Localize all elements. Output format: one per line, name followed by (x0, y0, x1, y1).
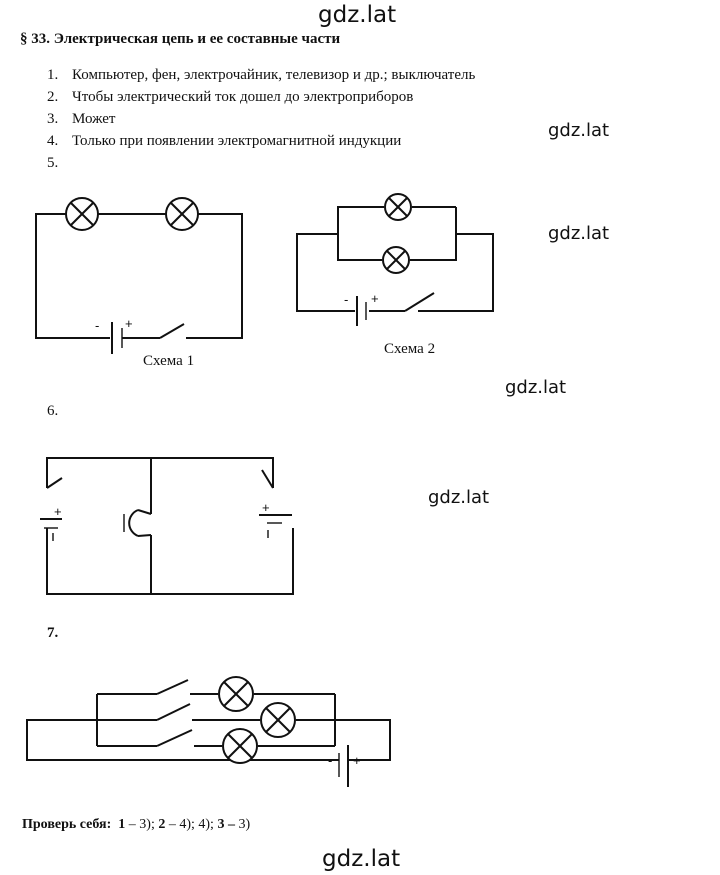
answer-list: 1. Компьютер, фен, электрочайник, телевиз… (47, 64, 475, 174)
lamp-icon (384, 193, 412, 221)
battery-symbol: - + (328, 745, 361, 787)
scheme-2-circuit: - + (296, 193, 494, 326)
lamp-icon (218, 676, 254, 712)
battery-plus-sign: + (371, 291, 379, 306)
answer-text: Только при появлении электромагнитной ин… (72, 133, 402, 149)
battery-minus-sign: - (328, 753, 332, 768)
answer-text: Может (72, 111, 116, 127)
battery-plus-sign: + (125, 316, 133, 331)
self-check-q3: 3 – (217, 817, 239, 832)
bell-icon (123, 509, 152, 537)
lamp-icon (382, 246, 410, 274)
self-check-a2: – 4); 4); (165, 817, 218, 832)
watermark-top: gdz.lat (318, 2, 397, 28)
watermark-bottom: gdz.lat (322, 846, 401, 872)
self-check-a3: 3) (238, 817, 251, 832)
answer-text: Компьютер, фен, электрочайник, телевизор… (72, 67, 476, 83)
lamp-icon (222, 728, 258, 764)
answer-number: 5. (47, 155, 59, 171)
answer-number: 4. (47, 133, 59, 149)
item-6-label: 6. (47, 403, 59, 419)
lamp-icon (165, 197, 199, 231)
battery-symbol: - + (344, 291, 379, 326)
watermark: gdz.lat (428, 487, 490, 508)
scheme-2-caption: Схема 2 (384, 341, 436, 357)
section-title: § 33. Электрическая цепь и ее составные … (20, 31, 341, 47)
self-check-label: Проверь себя: (22, 817, 112, 832)
scheme-1-circuit: - + (35, 197, 243, 354)
lamp-icon (260, 702, 296, 738)
battery-plus-sign: + (353, 753, 361, 768)
answer-number: 1. (47, 67, 59, 83)
self-check-a1: – 3); (125, 817, 159, 832)
watermark: gdz.lat (548, 223, 610, 244)
battery-symbol: - + (95, 316, 135, 354)
battery-plus-sign: + (54, 504, 62, 519)
self-check-q2: 2 (158, 817, 166, 832)
battery-minus-sign: - (95, 318, 99, 333)
answer-item: 5. (47, 152, 475, 174)
answer-item: 1. Компьютер, фен, электрочайник, телевиз… (47, 64, 475, 86)
lamp-icon (65, 197, 99, 231)
watermark: gdz.lat (505, 377, 567, 398)
self-check: Проверь себя: 1 – 3); 2 – 4); 4); 3 – 3) (22, 817, 250, 833)
battery-plus-sign: + (262, 500, 270, 515)
item-6-circuit: + + (40, 457, 294, 595)
battery-minus-sign: - (344, 292, 348, 307)
answer-number: 2. (47, 89, 59, 105)
answer-text: Чтобы электрический ток дошел до электро… (72, 89, 414, 105)
item-7-label: 7. (47, 625, 59, 641)
answer-number: 3. (47, 111, 59, 127)
answer-item: 2. Чтобы электрический ток дошел до элект… (47, 86, 475, 108)
self-check-q1: 1 (118, 817, 126, 832)
answer-item: 4. Только при появлении электромагнитной … (47, 130, 475, 152)
watermark: gdz.lat (548, 120, 610, 141)
answer-item: 3. Может (47, 108, 475, 130)
scheme-1-caption: Схема 1 (143, 353, 195, 369)
item-7-circuit: - + (26, 676, 391, 787)
